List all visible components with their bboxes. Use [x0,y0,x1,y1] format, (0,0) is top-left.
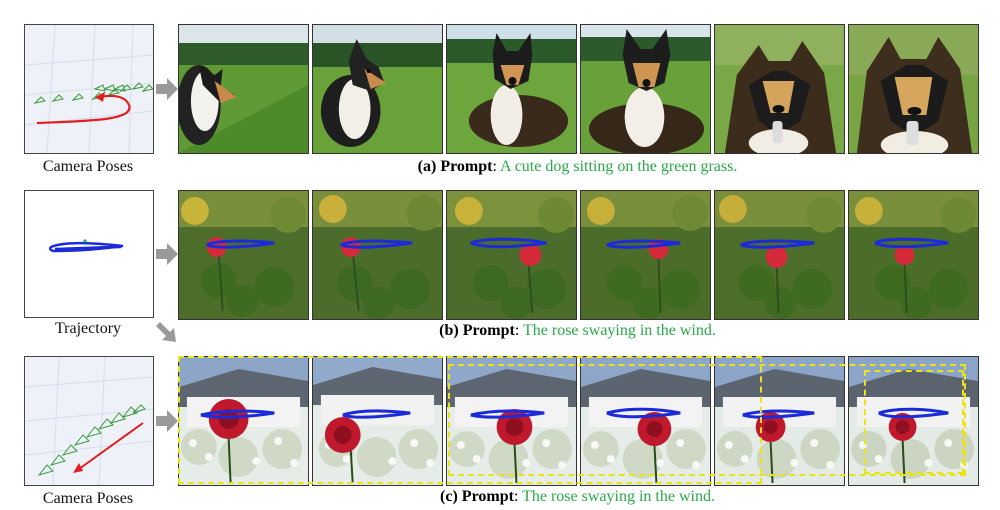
row-b-side-label: Trajectory [54,320,122,337]
arrow-down-right-icon [156,322,176,342]
camera-poses-plot-a [25,25,153,153]
rose-house-frame-1 [178,356,309,486]
rose-garden-frame-3 [446,190,577,320]
arrow-right-icon [156,243,178,265]
dog-frame-6 [848,24,979,154]
caption-c-text: The rose swaying in the wind. [522,488,715,505]
camera-poses-panel-a [24,24,154,154]
dog-frame-4 [580,24,711,154]
camera-poses-panel-c [24,356,154,486]
rose-garden-frame-2 [312,190,443,320]
rose-house-frame-4 [580,356,711,486]
rose-house-frame-6 [848,356,979,486]
dog-frame-2 [312,24,443,154]
caption-a-text: A cute dog sitting on the green grass. [500,158,738,175]
camera-poses-plot-c [25,357,153,485]
caption-c: (c) Prompt: The rose swaying in the wind… [440,488,715,505]
rose-garden-frame-1 [178,190,309,320]
trajectory-plot [25,191,153,317]
rose-garden-frame-6 [848,190,979,320]
dog-frame-5 [714,24,845,154]
caption-b: (b) Prompt: The rose swaying in the wind… [439,322,716,339]
row-a-side-label: Camera Poses [42,158,134,175]
caption-c-index: (c) [440,488,458,505]
rose-house-frame-2 [312,356,443,486]
dog-frame-3 [446,24,577,154]
caption-a-keyword: Prompt [440,158,493,175]
rose-garden-frame-5 [714,190,845,320]
caption-b-text: The rose swaying in the wind. [523,322,716,339]
rose-house-frame-5 [714,356,845,486]
arrow-right-icon [156,78,178,100]
caption-a-index: (a) [417,158,437,175]
trajectory-panel [24,190,154,318]
caption-c-keyword: Prompt [461,488,514,505]
arrow-right-icon [156,410,178,432]
caption-b-index: (b) [439,322,459,339]
dog-frame-1 [178,24,309,154]
rose-house-frame-3 [446,356,577,486]
caption-a: (a) Prompt: A cute dog sitting on the gr… [417,158,738,175]
caption-b-keyword: Prompt [462,322,515,339]
rose-garden-frame-4 [580,190,711,320]
row-c-side-label: Camera Poses [42,490,134,507]
